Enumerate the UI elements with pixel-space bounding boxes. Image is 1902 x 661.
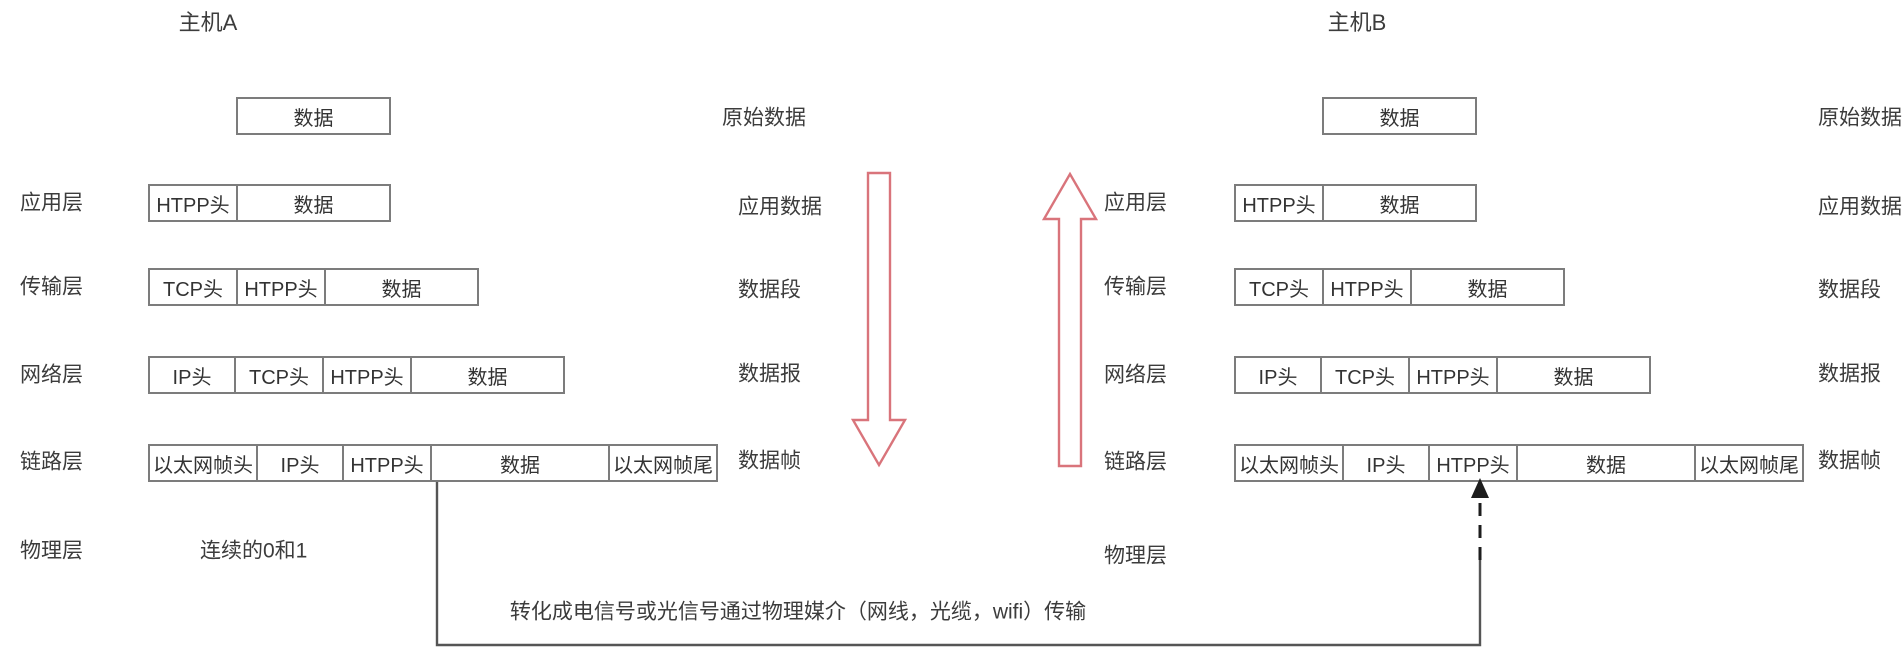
left-network-row: IP头 TCP头 HTPP头 数据	[148, 356, 565, 394]
right-layer-label-application: 应用层	[1104, 191, 1167, 215]
left-layer-label-transport: 传输层	[20, 275, 83, 299]
left-application-row: HTPP头 数据	[148, 184, 391, 222]
pdu-cell-data: 数据	[1516, 444, 1696, 482]
physical-medium-note: 转化成电信号或光信号通过物理媒介（网线，光缆，wifi）传输	[509, 600, 1087, 624]
pdu-cell-data: 数据	[324, 268, 479, 306]
left-layer-label-link: 链路层	[20, 450, 83, 474]
right-layer-label-physical: 物理层	[1104, 544, 1167, 568]
right-pdu-label-frame: 数据帧	[1818, 449, 1881, 473]
pdu-cell-tcp-header: TCP头	[148, 268, 238, 306]
pdu-cell-data: 数据	[1410, 268, 1565, 306]
pdu-cell-eth-header: 以太网帧头	[1234, 444, 1344, 482]
left-layer-label-physical: 物理层	[20, 539, 83, 563]
pdu-cell-data: 数据	[1496, 356, 1651, 394]
pdu-cell-eth-trailer: 以太网帧尾	[608, 444, 718, 482]
pdu-cell-eth-trailer: 以太网帧尾	[1694, 444, 1804, 482]
pdu-cell-eth-header: 以太网帧头	[148, 444, 258, 482]
pdu-cell-http-header: HTPP头	[148, 184, 238, 222]
right-transport-row: TCP头 HTPP头 数据	[1234, 268, 1565, 306]
right-link-row: 以太网帧头 IP头 HTPP头 数据 以太网帧尾	[1234, 444, 1804, 482]
left-transport-row: TCP头 HTPP头 数据	[148, 268, 479, 306]
left-top-data-row: 数据	[236, 97, 391, 135]
pdu-cell-http-header: HTPP头	[322, 356, 412, 394]
host-a-title: 主机A	[178, 10, 238, 35]
right-layer-label-network: 网络层	[1104, 363, 1167, 387]
pdu-cell-http-header: HTPP头	[1408, 356, 1498, 394]
right-pdu-label-packet: 数据报	[1818, 362, 1881, 386]
left-physical-bits-text: 连续的0和1	[200, 539, 308, 563]
pdu-cell-tcp-header: TCP头	[234, 356, 324, 394]
pdu-cell-ip-header: IP头	[1234, 356, 1322, 394]
pdu-cell-data: 数据	[1322, 184, 1477, 222]
right-application-row: HTPP头 数据	[1234, 184, 1477, 222]
pdu-cell-http-header: HTPP头	[1322, 268, 1412, 306]
pdu-cell-data: 数据	[1322, 97, 1477, 135]
decapsulation-up-arrow-icon	[1041, 171, 1099, 468]
pdu-cell-tcp-header: TCP头	[1320, 356, 1410, 394]
pdu-cell-data: 数据	[430, 444, 610, 482]
host-b-title: 主机B	[1327, 10, 1387, 35]
left-layer-label-application: 应用层	[20, 191, 83, 215]
pdu-cell-data: 数据	[236, 97, 391, 135]
right-layer-label-link: 链路层	[1104, 450, 1167, 474]
right-network-row: IP头 TCP头 HTPP头 数据	[1234, 356, 1651, 394]
center-pdu-label-segment: 数据段	[738, 278, 801, 302]
pdu-cell-http-header: HTPP头	[1234, 184, 1324, 222]
right-layer-label-transport: 传输层	[1104, 275, 1167, 299]
right-top-data-row: 数据	[1322, 97, 1477, 135]
left-layer-label-network: 网络层	[20, 363, 83, 387]
right-pdu-label-segment: 数据段	[1818, 278, 1881, 302]
pdu-cell-data: 数据	[236, 184, 391, 222]
pdu-cell-ip-header: IP头	[148, 356, 236, 394]
pdu-cell-http-header: HTPP头	[1428, 444, 1518, 482]
center-pdu-label-frame: 数据帧	[738, 449, 801, 473]
pdu-cell-ip-header: IP头	[1342, 444, 1430, 482]
pdu-cell-data: 数据	[410, 356, 565, 394]
pdu-cell-http-header: HTPP头	[342, 444, 432, 482]
encapsulation-down-arrow-icon	[850, 171, 908, 468]
pdu-cell-tcp-header: TCP头	[1234, 268, 1324, 306]
pdu-cell-http-header: HTPP头	[236, 268, 326, 306]
center-pdu-label-app: 应用数据	[738, 195, 822, 219]
center-pdu-label-raw: 原始数据	[722, 106, 806, 130]
pdu-cell-ip-header: IP头	[256, 444, 344, 482]
right-pdu-label-raw: 原始数据	[1818, 106, 1902, 130]
right-pdu-label-app: 应用数据	[1818, 195, 1902, 219]
center-pdu-label-packet: 数据报	[738, 362, 801, 386]
left-link-row: 以太网帧头 IP头 HTPP头 数据 以太网帧尾	[148, 444, 718, 482]
